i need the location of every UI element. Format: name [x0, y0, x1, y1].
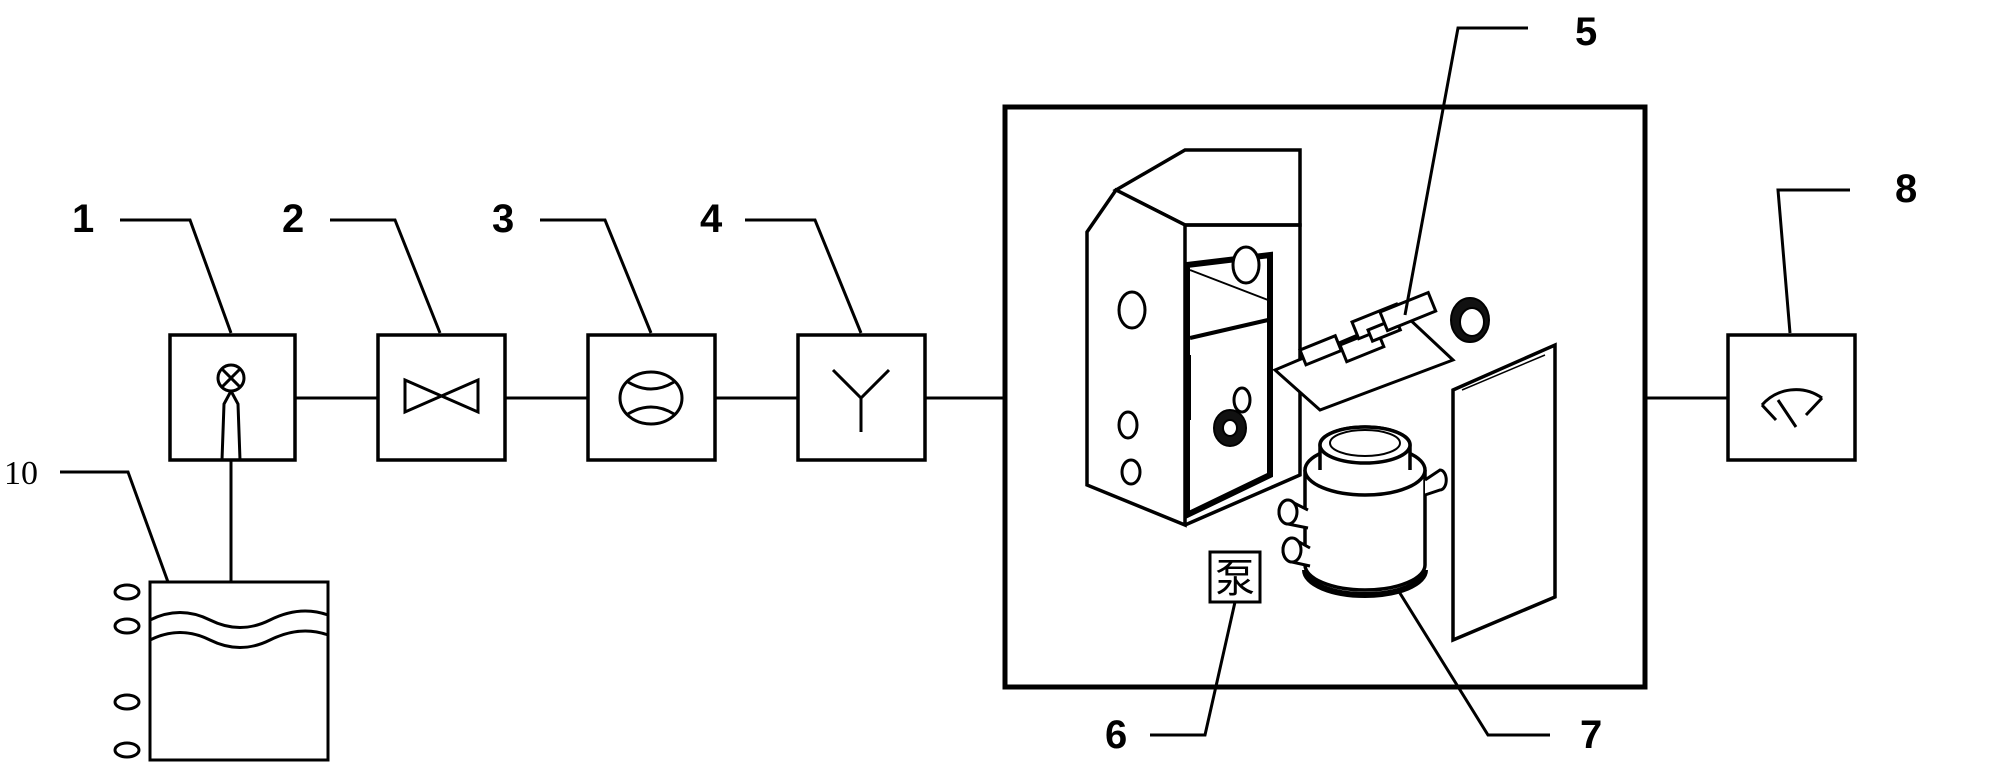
leader-2	[330, 218, 442, 334]
label-10: 10	[4, 455, 38, 492]
label-2: 2	[282, 197, 304, 241]
component-2-box	[376, 333, 507, 462]
leader-6	[1150, 601, 1237, 737]
housing-cabinet	[1085, 148, 1302, 528]
component-3-box	[586, 333, 717, 462]
flowmeter-symbol-icon	[618, 370, 684, 426]
leader-1	[120, 218, 233, 334]
gate-valve-symbol-icon	[403, 377, 480, 415]
cable-gland-icon	[1450, 297, 1490, 343]
label-5: 5	[1575, 10, 1597, 54]
component-1-box	[168, 333, 297, 462]
leader-7	[1396, 589, 1550, 737]
label-8: 8	[1895, 167, 1917, 211]
liquid-tank-icon	[113, 580, 330, 762]
component-4-box	[796, 333, 927, 462]
label-3: 3	[492, 197, 514, 241]
gauge-symbol-icon	[1760, 388, 1824, 428]
component-8-box	[1726, 333, 1857, 462]
leader-5	[1403, 26, 1528, 316]
leader-3	[540, 218, 653, 334]
pump-box-icon: 泵	[1208, 550, 1262, 604]
splitter-symbol-icon	[831, 368, 891, 432]
label-6: 6	[1105, 713, 1127, 757]
label-1: 1	[72, 197, 94, 241]
lamp-valve-symbol-icon	[216, 363, 246, 461]
label-7: 7	[1580, 713, 1602, 757]
pump-char: 泵	[1215, 556, 1255, 602]
connection-lines	[229, 396, 1728, 582]
leader-4	[745, 218, 863, 334]
label-4: 4	[700, 197, 723, 241]
cylinder-sensor-icon	[1277, 425, 1448, 598]
leader-10	[60, 470, 170, 583]
circuit-board-icon	[1272, 290, 1456, 412]
leader-8	[1776, 188, 1850, 334]
cover-panel	[1451, 342, 1557, 643]
